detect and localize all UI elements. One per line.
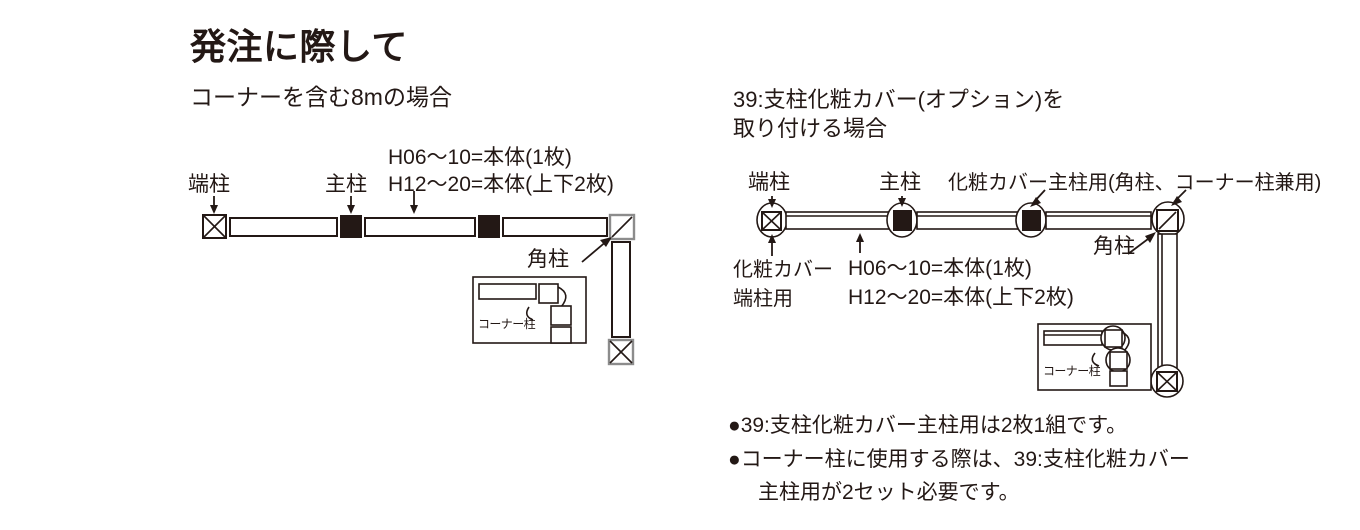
right-label-cover-end-post-line2: 端柱用 (733, 288, 793, 310)
left-panel-1 (229, 217, 338, 237)
note-2-bullet: ● (728, 448, 741, 471)
left-panel-2 (364, 217, 476, 237)
right-panel-2 (916, 211, 1020, 230)
right-corner-post-symbol (1151, 201, 1185, 237)
right-label-body-h06: H06〜10=本体(1枚) (848, 257, 1032, 280)
note-2-text-line1: コーナー柱に使用する際は、39:支柱化粧カバー (740, 448, 1190, 471)
left-label-body-h12: H12〜20=本体(上下2枚) (388, 173, 614, 196)
right-end-post-symbol (756, 202, 788, 238)
page-title: 発注に際して (190, 26, 408, 67)
note-2: ●コーナー柱に使用する際は、39:支柱化粧カバー (728, 446, 1190, 474)
left-label-main-post: 主柱 (325, 173, 367, 196)
left-end-post-symbol (202, 214, 227, 239)
right-inset-detail (1037, 323, 1152, 391)
right-panel-3 (1045, 211, 1152, 230)
left-corner-post-symbol (608, 213, 636, 241)
note-2-continuation: 主柱用が2セット必要です。 (758, 481, 1020, 504)
right-section-title-line1: 39:支柱化粧カバー(オプション)を (733, 87, 1065, 112)
right-label-corner-post: 角柱 (1093, 235, 1135, 258)
right-label-cover-main-post: 化粧カバー主柱用(角柱、コーナー柱兼用) (948, 172, 1322, 194)
page-subtitle: コーナーを含む8mの場合 (190, 84, 452, 110)
right-main-post-2 (1015, 202, 1047, 238)
left-main-post-1 (340, 215, 362, 238)
right-inset-caption: コーナー柱 (1043, 364, 1101, 378)
right-label-cover-end-post-line1: 化粧カバー (733, 259, 833, 281)
note-1-text: 39:支柱化粧カバー主柱用は2枚1組です。 (740, 414, 1128, 437)
right-panel-1 (785, 211, 891, 230)
left-main-post-2 (478, 215, 500, 238)
right-label-end-post: 端柱 (748, 171, 790, 194)
right-bottom-end-post-symbol (1150, 364, 1184, 398)
right-main-post-1 (886, 202, 918, 238)
note-1-bullet: ● (728, 414, 741, 437)
left-panel-3 (502, 217, 608, 237)
right-label-body-h12: H12〜20=本体(上下2枚) (848, 286, 1074, 309)
right-section-title-line2: 取り付ける場合 (733, 116, 888, 141)
left-bottom-end-post-symbol (607, 338, 635, 366)
left-fence-assembly (202, 191, 636, 366)
left-vertical-panel (611, 241, 631, 338)
right-vertical-panel (1157, 233, 1178, 371)
note-1: ●39:支柱化粧カバー主柱用は2枚1組です。 (728, 412, 1127, 440)
right-label-main-post: 主柱 (879, 171, 921, 194)
left-label-corner-post: 角柱 (527, 248, 569, 271)
left-label-body-h06: H06〜10=本体(1枚) (388, 146, 572, 169)
left-label-end-post: 端柱 (188, 173, 230, 196)
left-inset-caption: コーナー柱 (478, 317, 536, 331)
left-inset-detail (472, 276, 587, 344)
